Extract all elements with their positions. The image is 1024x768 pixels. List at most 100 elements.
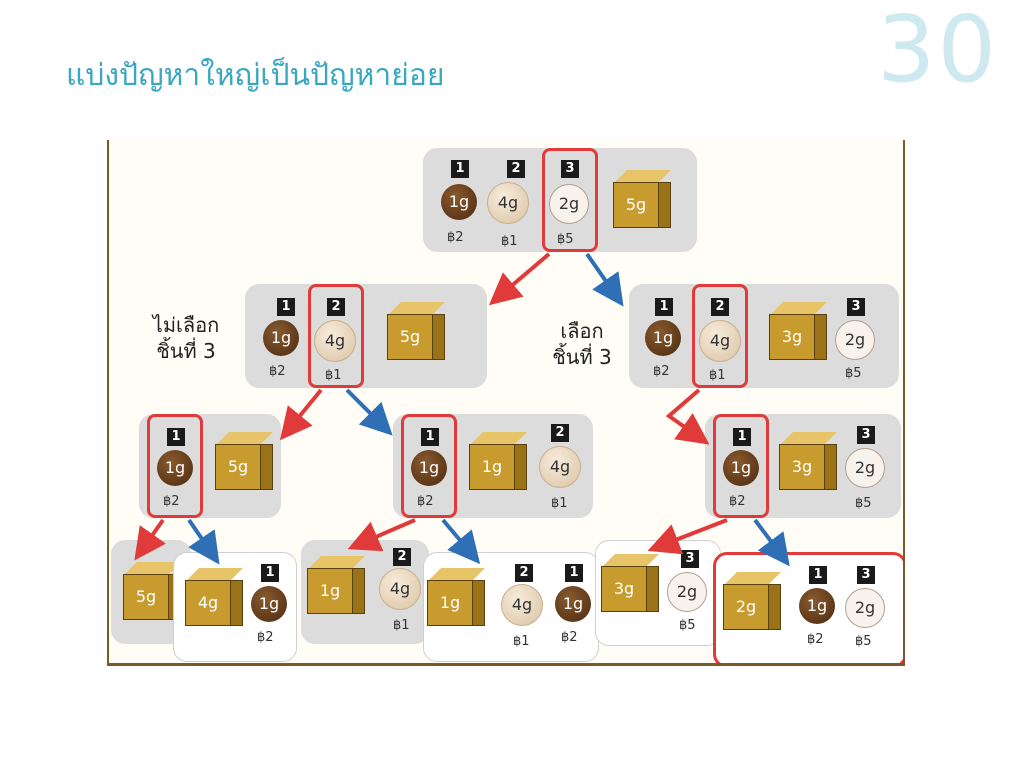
item-rank-badge: 1 xyxy=(655,298,673,316)
item-coin: 4g xyxy=(539,446,581,488)
item-price: ฿5 xyxy=(679,618,696,633)
item-coin: 2g xyxy=(549,184,589,224)
item-coin: 2g xyxy=(835,320,875,360)
current-item-highlight xyxy=(692,284,748,388)
item-coin: 2g xyxy=(845,588,885,628)
item-rank-badge: 1 xyxy=(277,298,295,316)
include-arrow xyxy=(753,518,790,567)
exclude-label-line2: ชิ้นที่ 3 xyxy=(156,339,216,363)
knapsack-capacity: 3g xyxy=(601,566,647,612)
item-price: ฿2 xyxy=(653,364,670,379)
exclude-arrow xyxy=(134,518,166,561)
knapsack-capacity: 5g xyxy=(123,574,169,620)
include-arrow xyxy=(345,388,393,436)
item-price: ฿5 xyxy=(855,496,872,511)
item-rank-badge: 1 xyxy=(451,160,469,178)
item-price: ฿1 xyxy=(393,618,410,633)
current-item-highlight xyxy=(401,414,457,518)
branch-arrows xyxy=(134,252,790,567)
knapsack-capacity: 1g xyxy=(427,580,473,626)
knapsack-capacity: 5g xyxy=(613,182,659,228)
item-rank-badge: 1 xyxy=(565,564,583,582)
item-price: ฿2 xyxy=(163,494,180,509)
knapsack-capacity: 1g xyxy=(307,568,353,614)
knapsack-box: 5g xyxy=(387,302,445,360)
include-branch-label: เลือก ชิ้นที่ 3 xyxy=(527,318,637,370)
item-rank-badge: 1 xyxy=(421,428,439,446)
knapsack-box: 1g xyxy=(307,556,365,614)
item-coin: 1g xyxy=(555,586,591,622)
item-coin: 1g xyxy=(799,588,835,624)
knapsack-tree-diagram: 1 1g ฿2 2 4g ฿1 3 2g ฿5 5g 1 1g ฿2 2 4g … xyxy=(107,140,905,666)
knapsack-box: 5g xyxy=(613,170,671,228)
item-coin: 4g xyxy=(379,568,421,610)
item-rank-badge: 3 xyxy=(857,566,875,584)
knapsack-capacity: 4g xyxy=(185,580,231,626)
include-arrow xyxy=(585,252,624,307)
exclude-label-line1: ไม่เลือก xyxy=(152,313,220,337)
item-price: ฿1 xyxy=(325,368,342,383)
knapsack-box: 3g xyxy=(769,302,827,360)
item-coin: 1g xyxy=(157,450,193,486)
item-rank-badge: 3 xyxy=(847,298,865,316)
item-price: ฿1 xyxy=(501,234,518,249)
knapsack-box: 3g xyxy=(779,432,837,490)
exclude-arrow xyxy=(347,518,416,552)
item-price: ฿2 xyxy=(561,630,578,645)
item-coin: 4g xyxy=(314,320,356,362)
item-rank-badge: 3 xyxy=(857,426,875,444)
current-item-highlight xyxy=(147,414,203,518)
item-coin: 1g xyxy=(645,320,681,356)
item-price: ฿2 xyxy=(447,230,464,245)
knapsack-box: 2g xyxy=(723,572,781,630)
item-rank-badge: 1 xyxy=(809,566,827,584)
current-item-highlight xyxy=(542,148,598,252)
item-price: ฿5 xyxy=(855,634,872,649)
item-coin: 1g xyxy=(723,450,759,486)
item-rank-badge: 2 xyxy=(507,160,525,178)
item-coin: 1g xyxy=(411,450,447,486)
item-price: ฿1 xyxy=(551,496,568,511)
knapsack-capacity: 1g xyxy=(469,444,515,490)
item-rank-badge: 3 xyxy=(681,550,699,568)
knapsack-capacity: 2g xyxy=(723,584,769,630)
exclude-arrow xyxy=(647,518,728,555)
knapsack-box: 1g xyxy=(427,568,485,626)
slide-number: 30 xyxy=(876,0,998,103)
knapsack-capacity: 3g xyxy=(769,314,815,360)
item-price: ฿5 xyxy=(845,366,862,381)
include-arrow xyxy=(441,518,481,565)
knapsack-box: 4g xyxy=(185,568,243,626)
include-label-line1: เลือก xyxy=(560,319,604,343)
item-price: ฿2 xyxy=(417,494,434,509)
item-coin: 2g xyxy=(845,448,885,488)
item-rank-badge: 2 xyxy=(551,424,569,442)
item-price: ฿2 xyxy=(269,364,286,379)
exclude-arrow xyxy=(279,388,323,441)
current-item-highlight xyxy=(308,284,364,388)
item-price: ฿2 xyxy=(729,494,746,509)
item-price: ฿2 xyxy=(257,630,274,645)
item-coin: 4g xyxy=(487,182,529,224)
item-coin: 1g xyxy=(263,320,299,356)
knapsack-capacity: 5g xyxy=(215,444,261,490)
item-rank-badge: 2 xyxy=(711,298,729,316)
exclude-arrow xyxy=(488,252,551,306)
item-price: ฿1 xyxy=(709,368,726,383)
item-rank-badge: 3 xyxy=(561,160,579,178)
item-rank-badge: 2 xyxy=(515,564,533,582)
current-item-highlight xyxy=(713,414,769,518)
item-coin: 4g xyxy=(501,584,543,626)
knapsack-capacity: 3g xyxy=(779,444,825,490)
item-coin: 1g xyxy=(251,586,287,622)
slide-title: แบ่งปัญหาใหญ่เป็นปัญหาย่อย xyxy=(66,58,445,93)
item-price: ฿2 xyxy=(807,632,824,647)
item-price: ฿5 xyxy=(557,232,574,247)
item-coin: 2g xyxy=(667,572,707,612)
exclude-branch-label: ไม่เลือก ชิ้นที่ 3 xyxy=(131,312,241,364)
exclude-arrow xyxy=(665,388,710,445)
item-price: ฿1 xyxy=(513,634,530,649)
include-label-line2: ชิ้นที่ 3 xyxy=(552,345,612,369)
knapsack-box: 3g xyxy=(601,554,659,612)
item-rank-badge: 1 xyxy=(261,564,279,582)
